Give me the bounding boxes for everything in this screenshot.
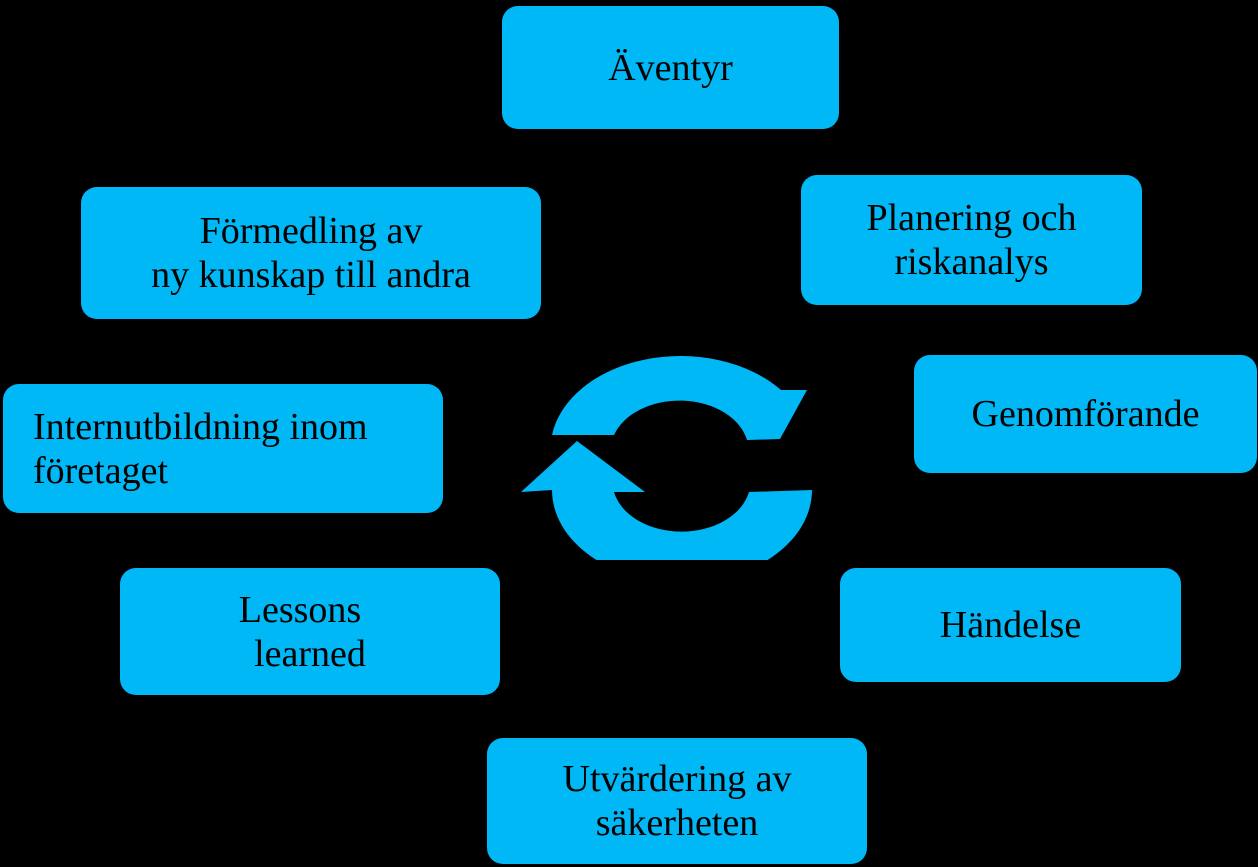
- node-label-line: Händelse: [939, 604, 1082, 646]
- node-internutbildning: Internutbildning inom företaget: [3, 384, 443, 513]
- node-aventyr: Äventyr: [502, 6, 839, 129]
- node-label-line: företaget: [33, 449, 169, 492]
- node-label-line: riskanalys: [894, 241, 1049, 283]
- node-label-line: Internutbildning inom: [33, 405, 368, 448]
- cycle-arrow-bottom: [521, 441, 812, 560]
- node-label-line: Förmedling av: [199, 210, 423, 252]
- node-label-line: ny kunskap till andra: [151, 254, 471, 296]
- node-planering-och-riskanalys: Planering och riskanalys: [801, 175, 1142, 305]
- node-label-line: Äventyr: [608, 46, 733, 89]
- node-label-line: Lessons: [238, 588, 362, 631]
- node-genomforande: Genomförande: [914, 355, 1257, 473]
- node-utvardering-av-sakerheten: Utvärdering av säkerheten: [487, 738, 867, 864]
- node-label-line: säkerheten: [595, 802, 759, 844]
- node-lessons-learned: Lessons learned: [120, 568, 500, 695]
- node-handelse: Händelse: [840, 568, 1181, 682]
- cycle-arrow-top: [552, 356, 807, 441]
- node-label-line: learned: [254, 632, 366, 675]
- node-label-line: Genomförande: [971, 393, 1200, 435]
- node-label-line: Utvärdering av: [562, 758, 792, 800]
- node-formedling-av-ny-kunskap: Förmedling av ny kunskap till andra: [81, 187, 541, 319]
- circular-arrows-icon: [521, 356, 812, 560]
- node-label-line: Planering och: [866, 197, 1077, 239]
